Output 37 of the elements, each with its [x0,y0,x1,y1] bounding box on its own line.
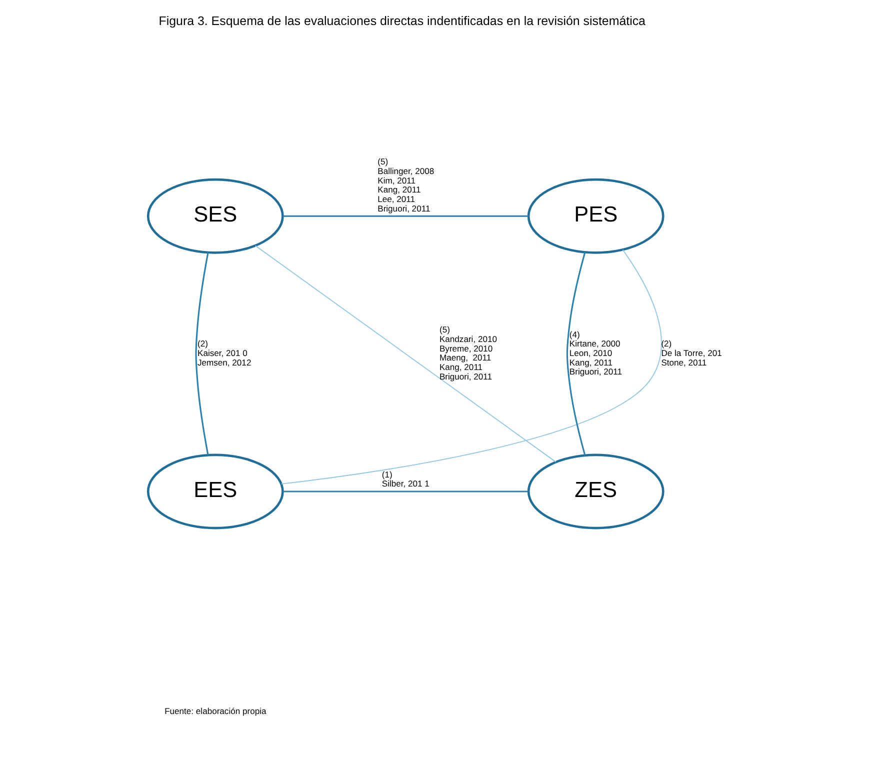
edge-label: (5) [438,324,450,335]
edge-label: Ballinger, 2008 [377,166,434,176]
connector [282,215,528,217]
connector [254,245,556,462]
edge-label: Maeng, 2011 [438,352,491,363]
edge-label: Kandzari, 2010 [438,334,496,344]
edge-label: (4) [568,329,580,340]
edge-label: Briguori, 2011 [377,203,430,214]
connector [280,249,662,484]
edge-label: Kang, 2011 [568,357,612,368]
edge-label: Kaiser, 201 0 [197,348,247,358]
edge-label: Leon, 2010 [568,348,612,358]
edge-label: De la Torre, 201 [660,348,722,358]
edge-label: Kang, 2011 [438,362,482,372]
edge-label: Briguori, 2011 [438,371,492,382]
connector [566,252,586,456]
diagram-title: Figura 3. Esquema de las evaluaciones directas indentificadas en la revisión sistemática [158,14,645,28]
edge-label: Silber, 201 1 [381,478,429,489]
edge-label: Stone, 2011 [660,357,706,368]
edge-label: Jemsen, 2012 [197,357,251,368]
node-ellipse: SES [146,178,284,254]
edge-label: Byreme, 2010 [438,343,492,354]
caption: Fuente: elaboración propia [164,706,266,716]
edge-label: Kirtane, 2000 [568,338,620,349]
node-ellipse: EES [146,454,284,530]
edge-label: (2) [197,338,208,349]
edge-label: (1) [381,469,392,480]
edge-label: Kim, 2011 [377,175,415,186]
edge-label: Briguori, 2011 [568,366,622,377]
edge-label: (5) [377,156,388,167]
node-ellipse: ZES [526,454,664,530]
edge-label: Kang, 2011 [377,184,420,195]
edge-label: Lee, 2011 [377,194,415,204]
connector [282,490,528,492]
connector [194,252,208,456]
edge-label: (2) [660,338,672,349]
node-ellipse: PES [526,178,664,254]
